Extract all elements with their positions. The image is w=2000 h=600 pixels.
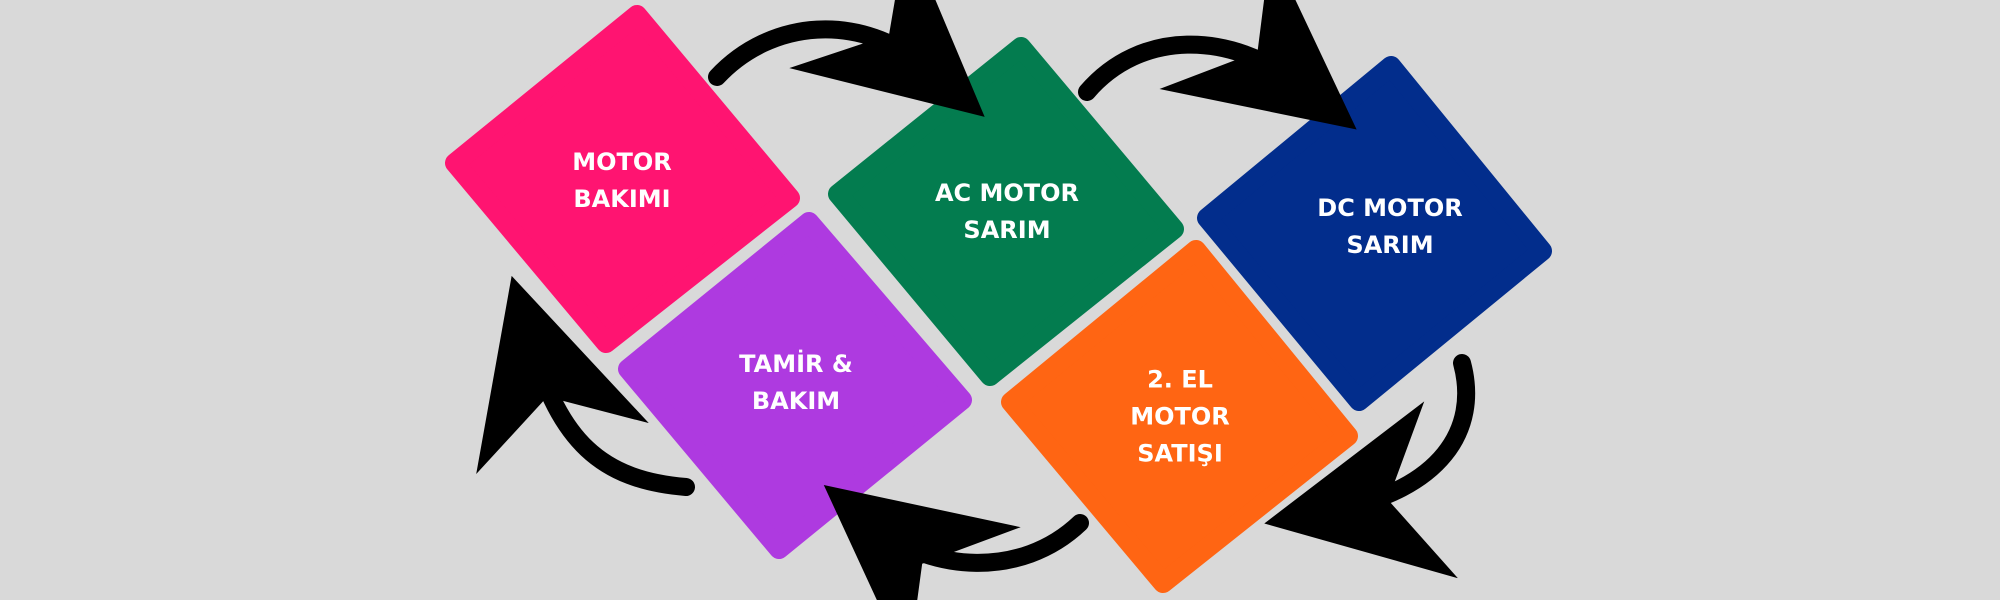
tile-label-tamir-bakim: TAMİR & BAKIM: [739, 346, 853, 420]
arrow-ac-motor-sarim-to-dc-motor-sarim: [1078, 0, 1357, 130]
arrow-tamir-bakim-to-motor-bakimi: [476, 275, 695, 496]
tile-ac-motor-sarim: [828, 37, 1184, 386]
tile-label-line: TAMİR &: [739, 350, 853, 378]
tile-label-ac-motor-sarim: AC MOTOR SARIM: [935, 175, 1079, 249]
tile-label-line: MOTOR: [1130, 402, 1230, 431]
tile-label-motor-bakimi: MOTOR BAKIMI: [572, 144, 672, 218]
tile-label-line: BAKIM: [751, 387, 841, 415]
tile-label-ikinci-el-motor-satisi: 2. EL MOTOR SATIŞI: [1130, 362, 1230, 473]
tile-label-line: DC MOTOR: [1317, 194, 1463, 222]
tile-label-line: MOTOR: [572, 148, 672, 176]
tile-label-line: SATIŞI: [1137, 439, 1223, 468]
tile-ikinci-el-motor-satisi: [1001, 240, 1358, 593]
tile-label-line: SARIM: [1346, 231, 1434, 259]
arrow-ikinci-el-motor-satisi-to-tamir-bakim: [823, 485, 1089, 600]
arrow-dc-motor-sarim-to-ikinci-el-motor-satisi: [1264, 354, 1476, 579]
tile-label-dc-motor-sarim: DC MOTOR SARIM: [1317, 190, 1462, 264]
tile-label-line: 2. EL: [1147, 365, 1213, 394]
tile-label-line: SARIM: [963, 216, 1051, 244]
tile-label-line: BAKIMI: [573, 185, 671, 213]
arrow-motor-bakimi-to-ac-motor-sarim: [708, 0, 985, 117]
tile-tamir-bakim: [618, 212, 972, 559]
tile-label-line: AC MOTOR: [934, 179, 1080, 207]
tile-dc-motor-sarim: [1197, 56, 1552, 411]
